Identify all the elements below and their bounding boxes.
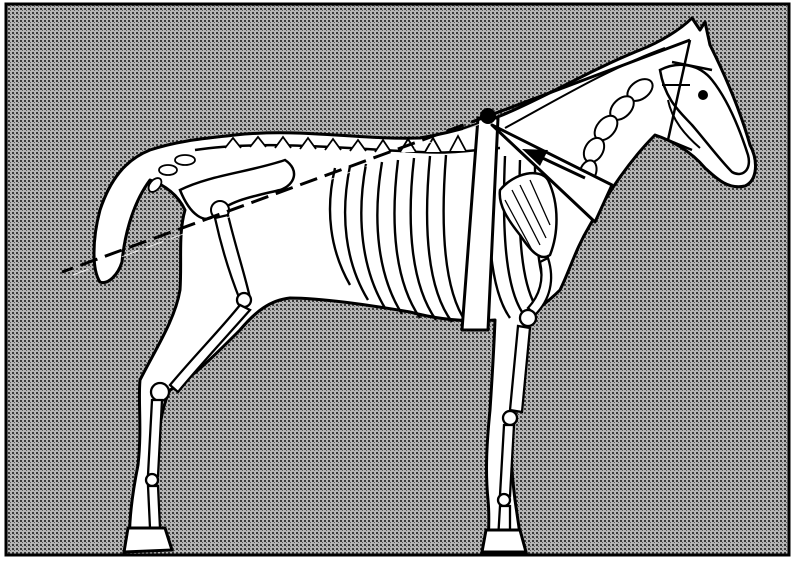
eye	[698, 90, 708, 100]
fore-hoof	[482, 530, 526, 552]
hind-hoof	[124, 528, 172, 552]
